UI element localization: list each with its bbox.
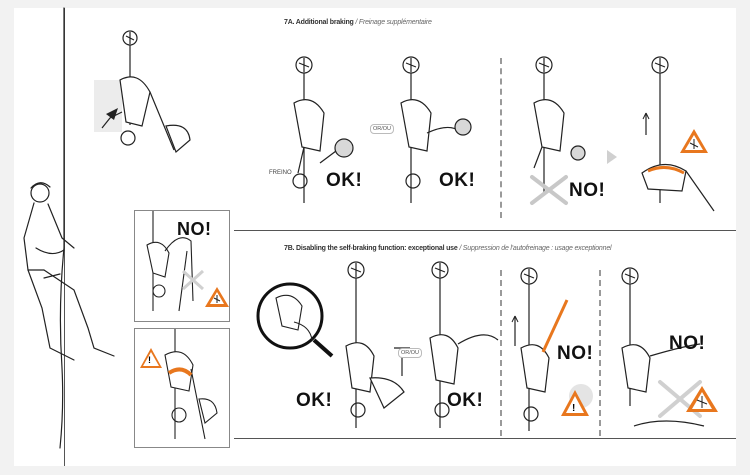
warning-icon-handle: ! [139,347,163,369]
section-a-dashed-divider [500,58,502,218]
device-handle-push-illustration [94,30,191,154]
panel-warning-handle: ! [134,328,230,448]
section-7a-title-fr: / Freinage supplémentaire [355,19,432,26]
figure-7b-magnified-device [256,282,334,358]
danger-warning-icon-7b [686,386,718,412]
figure-7b-ok-2 [429,261,499,428]
section-7b-title: 7B. Disabling the self-braking function:… [284,245,612,252]
instruction-sheet: 7A. Additional braking / Freinage supplé… [14,7,736,466]
warning-icon-7b-left [561,390,589,416]
figure-7b-no-warning [511,267,593,431]
figure-7a-carabiner-ok [400,56,472,203]
no-label-7b-2: NO! [669,333,706,354]
bottom-rule [234,438,736,439]
section-7a-title-en: 7A. Additional braking [284,19,354,26]
figure-7b-ok-1 [345,261,405,428]
figure-7b-no-danger [621,267,718,427]
figure-7a-wrong-no [530,56,586,205]
ok-label-7a-1: OK! [326,170,363,191]
or-ou-label-7a: OR/OU [370,124,395,134]
no-label-7b-1: NO! [557,343,594,364]
ok-label-7b-1: OK! [296,390,333,411]
section-b-dashed-divider-2 [599,270,601,436]
figure-7a-freino-ok [292,56,354,203]
warning-icon-handle-glyph: ! [148,355,151,365]
no-label-7a: NO! [569,180,606,201]
freino-label: FREINO [269,170,292,176]
section-b-dashed-divider-1 [500,270,502,436]
danger-warning-icon-7a [680,129,708,153]
climber-illustration [23,7,115,449]
warning-handle-illustration [164,329,218,440]
ok-label-7a-2: OK! [439,170,476,191]
warning-icon-7b-left-glyph: ! [572,403,576,414]
section-7b-title-en: 7B. Disabling the self-braking function:… [284,245,458,252]
warning-icon-rope [205,287,229,307]
panel-rope-wrong: NO! [134,210,230,322]
section-7a-title: 7A. Additional braking / Freinage supplé… [284,19,432,26]
rope-wrong-illustration [146,211,229,312]
ok-label-7b-2: OK! [447,390,484,411]
or-ou-label-7b: OR/OU [398,348,423,358]
no-label-panel: NO! [177,219,212,239]
section-divider [234,230,736,231]
figure-7a-danger [607,56,715,212]
section-7b-title-fr: / Suppression de l'autofreinage : usage … [459,245,612,252]
